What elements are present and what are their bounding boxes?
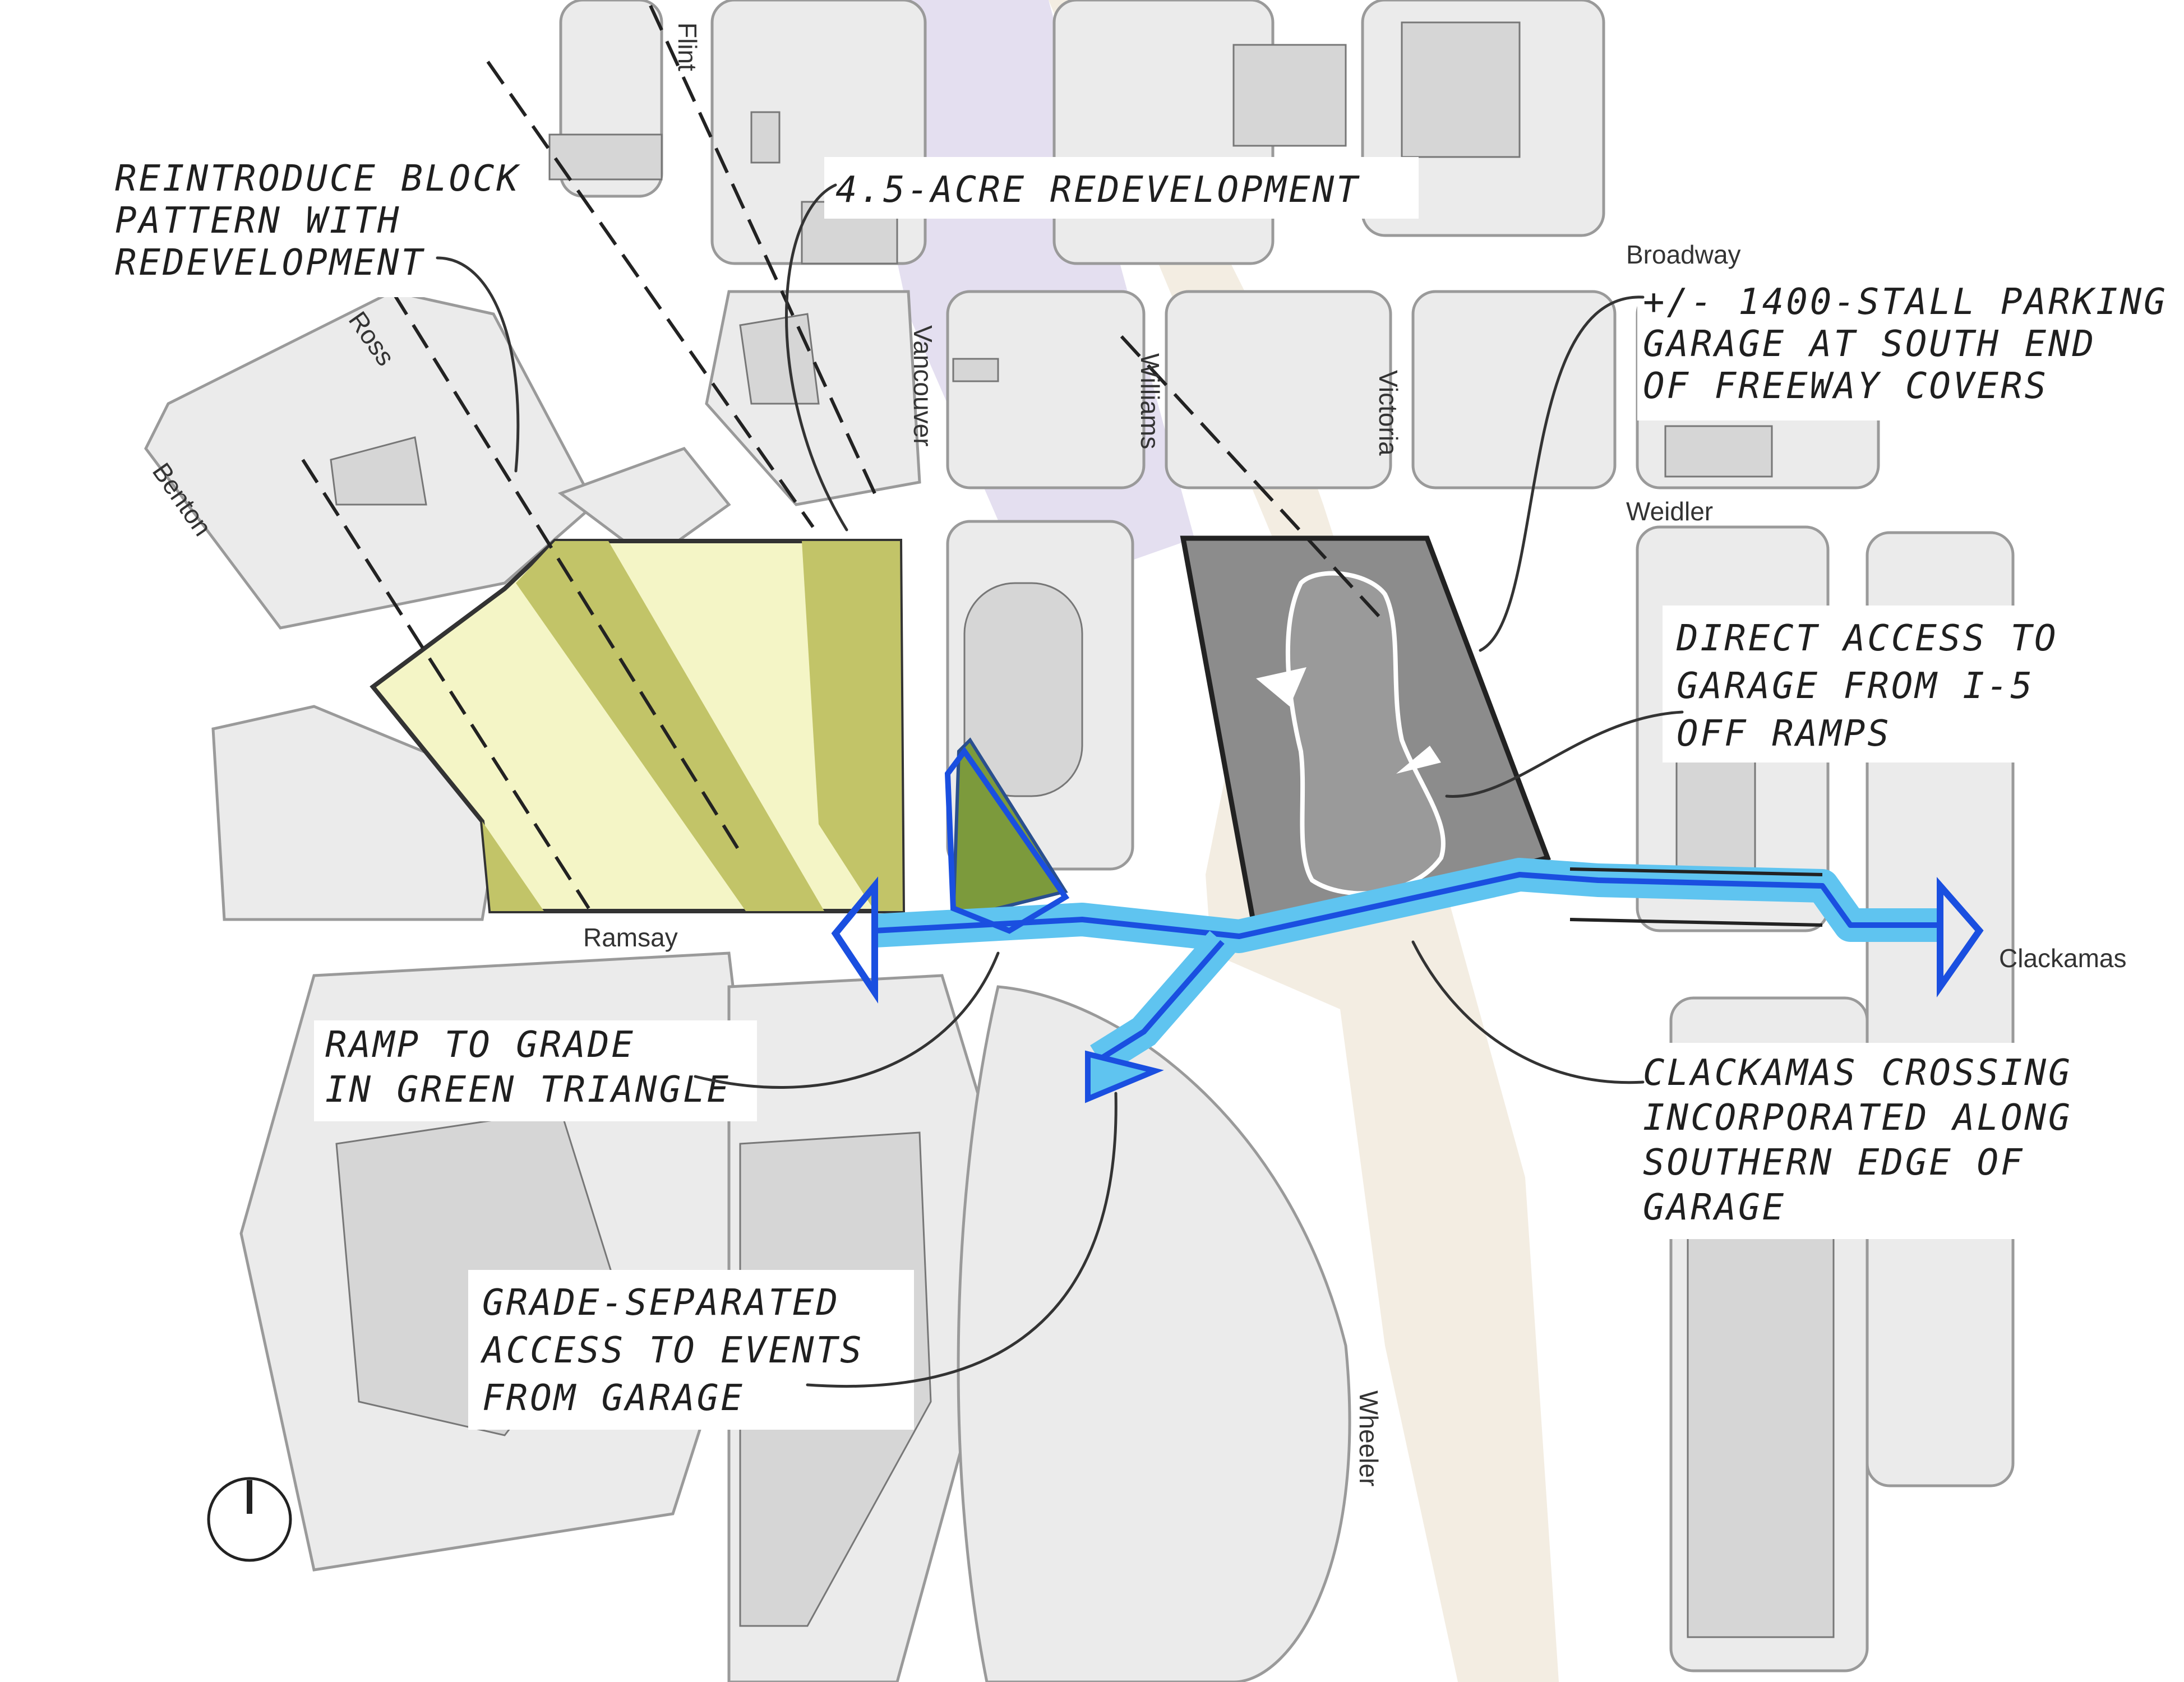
annotation-direct-access: DIRECT ACCESS TO GARAGE FROM I-5 OFF RAM… — [1445, 606, 2058, 798]
svg-text:GARAGE FROM I-5: GARAGE FROM I-5 — [1677, 666, 2034, 707]
pedestrian-access-route — [874, 746, 1940, 1074]
green-triangle — [951, 737, 1068, 922]
annotation-crossing: CLACKAMAS CROSSING INCORPORATED ALONG SO… — [1411, 940, 2094, 1239]
redevelopment-band-2 — [802, 541, 903, 911]
annotation-ramp: RAMP TO GRADE IN GREEN TRIANGLE — [314, 951, 1000, 1121]
svg-text:ACCESS TO EVENTS: ACCESS TO EVENTS — [480, 1330, 864, 1371]
svg-text:DIRECT ACCESS TO: DIRECT ACCESS TO — [1676, 618, 2058, 659]
street-label-ramsay: Ramsay — [583, 923, 678, 952]
garage-outbound-arrow — [1396, 746, 1441, 774]
garage-ramp-loop — [1285, 571, 1446, 896]
svg-text:CLACKAMAS CROSSING: CLACKAMAS CROSSING — [1643, 1052, 2072, 1094]
svg-text:REDEVELOPMENT: REDEVELOPMENT — [115, 242, 425, 284]
svg-text:PATTERN WITH: PATTERN WITH — [115, 200, 401, 242]
street-label-broadway: Broadway — [1626, 240, 1741, 269]
svg-text:SOUTHERN EDGE OF: SOUTHERN EDGE OF — [1643, 1142, 2025, 1184]
street-label-victoria: Victoria — [1374, 370, 1403, 456]
north-arrow-icon — [207, 1477, 292, 1562]
street-label-vancouver: Vancouver — [908, 325, 938, 447]
svg-text:GRADE-SEPARATED: GRADE-SEPARATED — [482, 1282, 840, 1324]
annotation-redevelopment: 4.5-ACRE REDEVELOPMENT — [785, 157, 1419, 532]
south-arrowhead-icon — [1085, 1050, 1164, 1103]
dashed-alignment-lines — [301, 4, 1381, 909]
redevelopment-band-3 — [482, 821, 544, 911]
annotation-parking: +/- 1400-STALL PARKING GARAGE AT SOUTH E… — [1479, 275, 2168, 652]
svg-text:RAMP TO GRADE: RAMP TO GRADE — [325, 1024, 635, 1066]
svg-text:GARAGE AT SOUTH END: GARAGE AT SOUTH END — [1643, 324, 2096, 365]
annotation-block-pattern: REINTRODUCE BLOCK PATTERN WITH REDEVELOP… — [107, 157, 521, 473]
svg-text:INCORPORATED ALONG: INCORPORATED ALONG — [1643, 1097, 2072, 1139]
svg-text:FROM GARAGE: FROM GARAGE — [482, 1378, 745, 1419]
garage-inbound-arrow — [1256, 667, 1306, 706]
street-label-clackamas: Clackamas — [1999, 944, 2127, 973]
svg-text:+/- 1400-STALL PARKING: +/- 1400-STALL PARKING — [1643, 281, 2168, 323]
east-arrowhead-icon — [1937, 877, 1984, 998]
redevelopment-band-1 — [516, 541, 824, 911]
svg-text:4.5-ACRE REDEVELOPMENT: 4.5-ACRE REDEVELOPMENT — [835, 169, 1360, 211]
svg-text:OFF RAMPS: OFF RAMPS — [1677, 713, 1891, 755]
street-label-flint: Flint — [673, 22, 702, 71]
street-label-wheeler: Wheeler — [1354, 1390, 1383, 1486]
west-arrowhead-icon — [831, 876, 878, 1004]
svg-text:IN GREEN TRIANGLE: IN GREEN TRIANGLE — [325, 1069, 731, 1111]
svg-text:OF FREEWAY COVERS: OF FREEWAY COVERS — [1643, 366, 2048, 407]
svg-text:REINTRODUCE BLOCK: REINTRODUCE BLOCK — [115, 158, 521, 200]
street-label-williams: Williams — [1135, 353, 1165, 449]
street-label-weidler: Weidler — [1626, 497, 1713, 526]
annotation-grade-separated: GRADE-SEPARATED ACCESS TO EVENTS FROM GA… — [468, 1092, 1118, 1430]
svg-text:GARAGE: GARAGE — [1643, 1187, 1786, 1228]
